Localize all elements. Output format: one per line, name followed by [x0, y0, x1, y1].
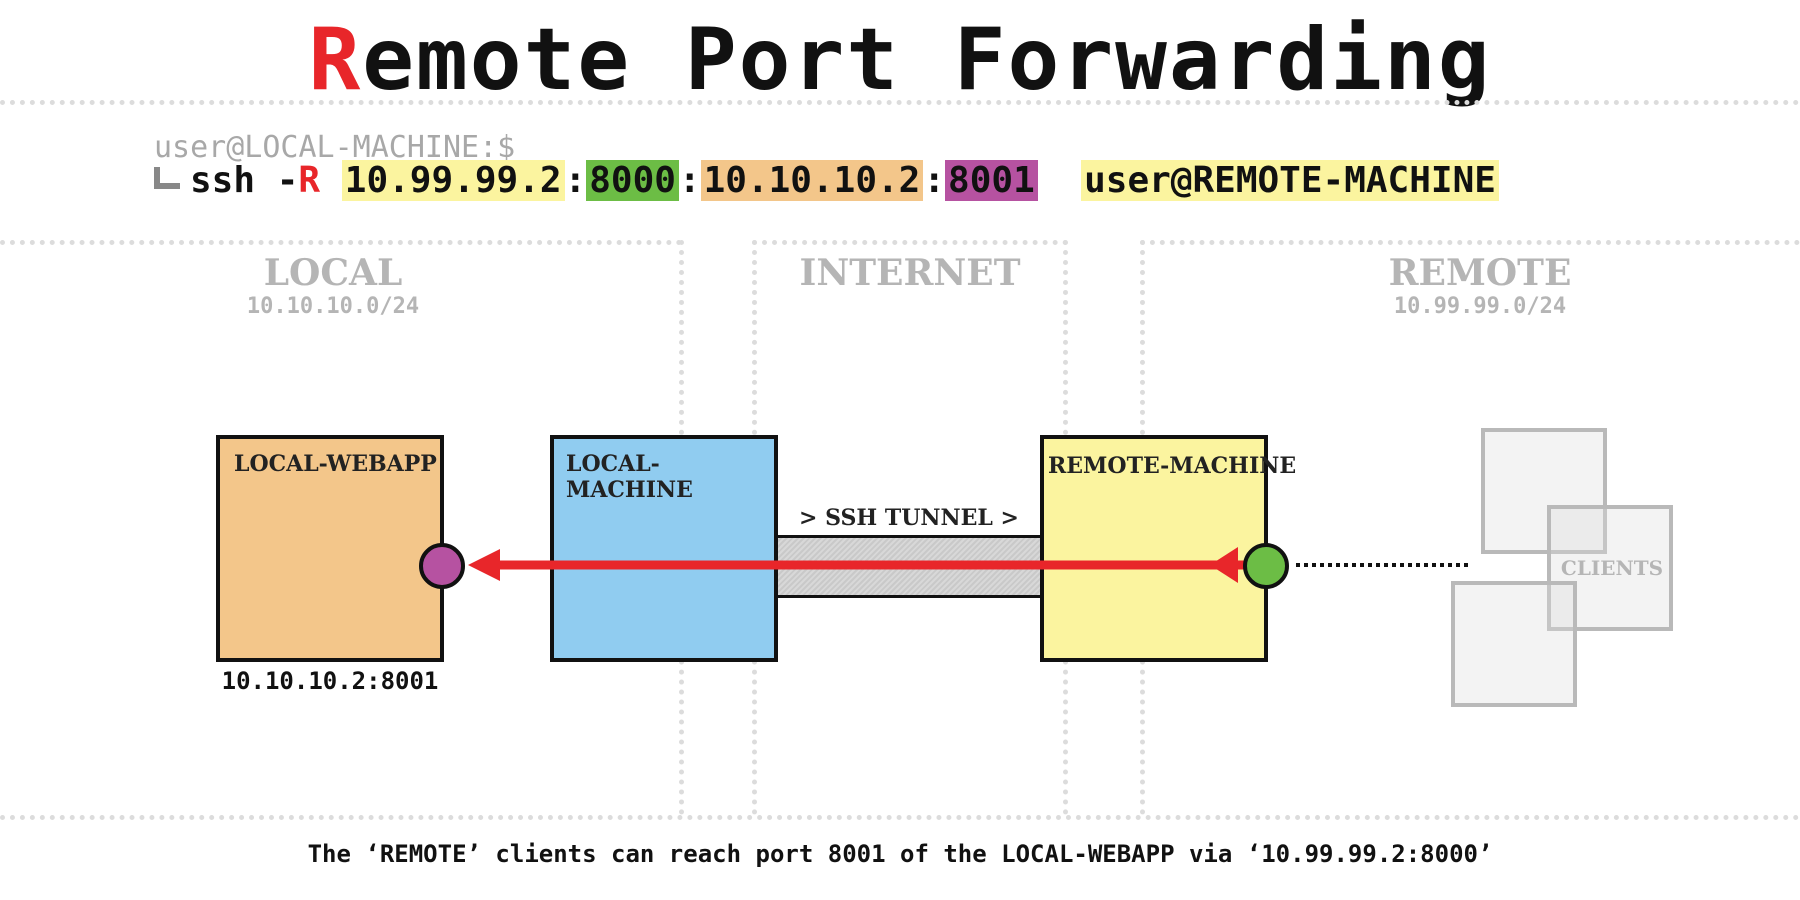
arrow-head-webapp — [468, 549, 500, 581]
title-first-letter: R — [308, 10, 363, 110]
zone-subnet-remote: 10.99.99.0/24 — [1393, 294, 1567, 319]
internet-zone-top — [752, 240, 1068, 245]
title-rest: emote Port Forwarding — [362, 10, 1492, 110]
local-machine-box: LOCAL-MACHINE — [550, 435, 778, 662]
cmd-destination: user@REMOTE-MACHINE — [1081, 160, 1499, 201]
cmd-ssh: ssh — [190, 160, 256, 201]
page-title: Remote Port Forwarding — [0, 10, 1800, 110]
cmd-target-ip: 10.10.10.2 — [700, 160, 924, 201]
cmd-bind-port: 8000 — [586, 160, 679, 201]
cmd-sep3: : — [923, 160, 946, 201]
source-port-circle — [1243, 543, 1289, 589]
cmd-sep2: : — [678, 160, 701, 201]
client-square-3 — [1451, 581, 1577, 707]
local-machine-label: LOCAL-MACHINE — [566, 451, 693, 503]
zone-title-local: LOCAL — [263, 252, 403, 294]
cmd-flag: R — [298, 160, 321, 201]
clients-label: CLIENTS — [1560, 556, 1664, 580]
cmd-target-port: 8001 — [945, 160, 1038, 201]
zone-subnet-local: 10.10.10.0/24 — [246, 294, 420, 319]
local-webapp-address: 10.10.10.2:8001 — [221, 667, 439, 695]
cmd-dash: - — [276, 160, 299, 201]
arrow-head-remote — [1210, 547, 1238, 583]
shell-prompt: user@LOCAL-MACHINE:$ — [154, 130, 516, 165]
ssh-tunnel-label: > SSH TUNNEL > — [799, 505, 1019, 531]
zone-title-internet: INTERNET — [799, 252, 1021, 294]
ssh-command: ssh -R 10.99.99.2:8000:10.10.10.2:8001 u… — [154, 160, 1499, 201]
client-square-2 — [1547, 505, 1673, 631]
local-webapp-label: LOCAL-WEBAPP — [234, 451, 437, 477]
local-webapp-box: LOCAL-WEBAPP — [216, 435, 444, 662]
caption: The ‘REMOTE’ clients can reach port 8001… — [307, 840, 1493, 868]
bottom-divider — [0, 815, 1800, 820]
cmd-sep1: : — [564, 160, 587, 201]
local-zone-top — [0, 240, 682, 245]
cmd-bind-ip: 10.99.99.2 — [341, 160, 565, 201]
top-divider — [0, 100, 1800, 105]
prompt-corner-icon — [154, 167, 180, 189]
client-square-1 — [1481, 428, 1607, 554]
remote-zone-top — [1140, 240, 1800, 245]
zone-title-remote: REMOTE — [1388, 252, 1572, 294]
target-port-circle — [419, 543, 465, 589]
remote-machine-label: REMOTE-MACHINE — [1048, 453, 1297, 479]
